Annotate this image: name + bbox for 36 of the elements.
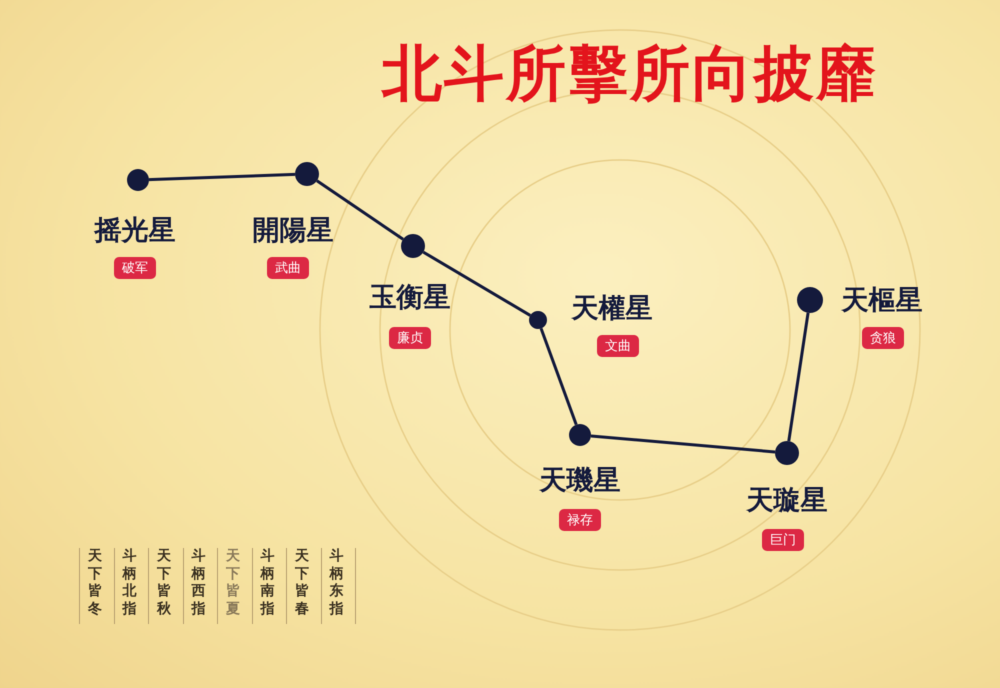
constellation-line bbox=[148, 172, 296, 182]
constellation-line bbox=[590, 434, 776, 454]
star-dot bbox=[569, 424, 591, 446]
proverb-text: 天下皆春 bbox=[295, 548, 309, 618]
constellation-line bbox=[787, 312, 810, 442]
star-dot bbox=[401, 234, 425, 258]
star-title-tag: 文曲 bbox=[597, 335, 639, 357]
star-name: 天權星 bbox=[572, 292, 652, 326]
star-dot bbox=[797, 287, 823, 313]
proverb-text: 斗柄北指 bbox=[122, 548, 136, 618]
star-title-tag: 破军 bbox=[114, 257, 156, 279]
star-title-tag: 廉贞 bbox=[389, 327, 431, 349]
star-name: 摇光星 bbox=[94, 214, 176, 248]
constellation-line bbox=[422, 250, 532, 317]
star-dot bbox=[775, 441, 799, 465]
star-name: 天璇星 bbox=[746, 484, 828, 518]
constellation-line bbox=[316, 180, 404, 240]
star-title-tag: 巨门 bbox=[762, 529, 804, 551]
star-dot bbox=[127, 169, 149, 191]
star-name: 開陽星 bbox=[252, 214, 334, 248]
proverb-text: 斗柄东指 bbox=[330, 548, 344, 618]
proverb-text: 天下皆秋 bbox=[157, 548, 171, 618]
proverb-text: 斗柄西指 bbox=[192, 548, 206, 618]
star-dot bbox=[529, 311, 547, 329]
proverb-text: 斗柄南指 bbox=[260, 548, 274, 618]
proverb-text: 天下皆夏 bbox=[226, 548, 240, 618]
star-title-tag: 武曲 bbox=[267, 257, 309, 279]
title: 北斗所擊所向披靡 bbox=[380, 38, 879, 111]
star-title-tag: 贪狼 bbox=[862, 327, 904, 349]
star-dot bbox=[295, 162, 319, 186]
proverb-text: 天下皆冬 bbox=[88, 548, 102, 618]
star-title-tag: 禄存 bbox=[559, 509, 601, 531]
star-name: 天樞星 bbox=[842, 284, 922, 318]
star-name: 玉衡星 bbox=[370, 281, 450, 315]
constellation-line bbox=[540, 328, 578, 426]
star-name: 天璣星 bbox=[540, 464, 620, 498]
